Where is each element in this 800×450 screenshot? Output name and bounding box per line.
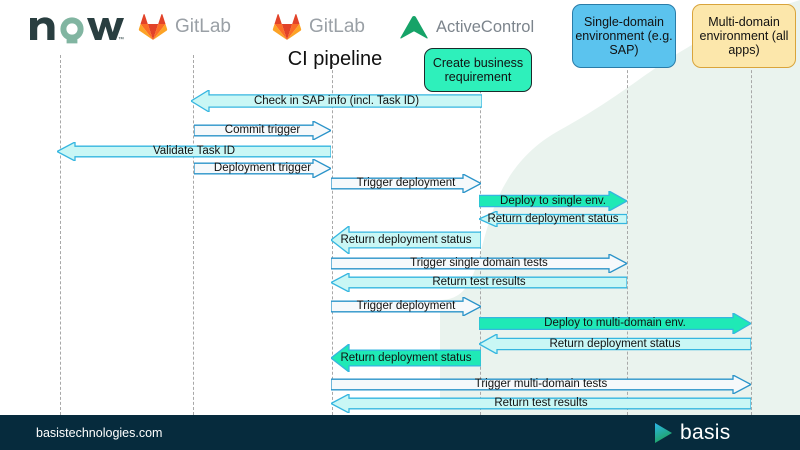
activecontrol-logo-label: ActiveControl bbox=[436, 17, 535, 36]
message-deployment-trigger[interactable]: Deployment trigger bbox=[194, 159, 331, 178]
servicenow-logo-icon: ™ bbox=[30, 17, 124, 44]
message-trigger-deployment-1[interactable]: Trigger deployment bbox=[331, 174, 481, 193]
lifeline-gitlab-repo bbox=[193, 55, 194, 420]
message-return-test-results-multi[interactable]: Return test results bbox=[331, 394, 751, 413]
message-commit-trigger[interactable]: Commit trigger bbox=[194, 121, 331, 140]
basis-logo-label: basis bbox=[680, 420, 731, 444]
lifeline-servicenow bbox=[60, 55, 61, 420]
arrow-left-icon bbox=[331, 394, 751, 413]
gitlab-logo-1-label: GitLab bbox=[175, 16, 231, 37]
svg-text:™: ™ bbox=[118, 36, 124, 43]
lifeline-multi-env bbox=[751, 55, 752, 420]
arrow-right-icon bbox=[194, 159, 331, 178]
message-trigger-deployment-2[interactable]: Trigger deployment bbox=[331, 297, 481, 316]
arrow-right-icon bbox=[331, 375, 751, 394]
message-trigger-multi-domain-tests[interactable]: Trigger multi-domain tests bbox=[331, 375, 751, 394]
ci-pipeline-label: CI pipeline bbox=[287, 48, 383, 70]
arrow-right-icon bbox=[479, 313, 751, 334]
gitlab-tanuki-icon bbox=[272, 14, 302, 40]
arrow-left-icon bbox=[331, 273, 627, 292]
gitlab-logo-2: GitLab bbox=[272, 13, 365, 41]
message-return-deployment-status-ci-2[interactable]: Return deployment status bbox=[331, 344, 481, 372]
message-check-in-sap-info[interactable]: Check in SAP info (incl. Task ID) bbox=[191, 90, 482, 112]
message-return-deployment-status-single[interactable]: Return deployment status bbox=[479, 211, 627, 227]
arrow-left-icon bbox=[331, 344, 481, 372]
multi-domain-environment-box[interactable]: Multi-domain environment (all apps) bbox=[692, 4, 796, 68]
message-trigger-single-domain-tests[interactable]: Trigger single domain tests bbox=[331, 254, 627, 273]
gitlab-logo-2-label: GitLab bbox=[309, 16, 365, 37]
arrow-left-icon bbox=[479, 211, 627, 227]
create-business-requirement-box[interactable]: Create business requirement bbox=[424, 48, 532, 92]
message-deploy-to-single-env[interactable]: Deploy to single env. bbox=[479, 191, 627, 211]
message-return-deployment-status-multi[interactable]: Return deployment status bbox=[479, 334, 751, 354]
basis-triangle-icon bbox=[655, 422, 672, 443]
arrow-right-icon bbox=[331, 174, 481, 193]
gitlab-tanuki-icon bbox=[138, 14, 168, 40]
activecontrol-logo: ActiveControl bbox=[398, 14, 534, 40]
servicenow-logo: ™ bbox=[28, 10, 124, 44]
arrow-left-icon bbox=[331, 226, 481, 254]
arrow-left-icon bbox=[191, 90, 482, 112]
footer-bar: basistechnologies.com basis bbox=[0, 415, 800, 450]
lifeline-gitlab-ci bbox=[332, 55, 333, 420]
message-deploy-to-multi-domain-env[interactable]: Deploy to multi-domain env. bbox=[479, 313, 751, 334]
arrow-left-icon bbox=[479, 334, 751, 354]
message-return-deployment-status-ci-1[interactable]: Return deployment status bbox=[331, 226, 481, 254]
activecontrol-triangle-icon bbox=[400, 16, 428, 39]
arrow-right-icon bbox=[194, 121, 331, 140]
arrow-left-icon bbox=[57, 142, 331, 161]
arrow-right-icon bbox=[479, 191, 627, 211]
basis-logo: basis bbox=[652, 415, 731, 450]
gitlab-logo-1: GitLab bbox=[138, 13, 231, 41]
footer-website-url[interactable]: basistechnologies.com bbox=[36, 425, 163, 440]
arrow-right-icon bbox=[331, 254, 627, 273]
lifeline-single-env bbox=[627, 55, 628, 420]
single-domain-environment-box[interactable]: Single-domain environment (e.g. SAP) bbox=[572, 4, 676, 68]
arrow-right-icon bbox=[331, 297, 481, 316]
message-return-test-results-single[interactable]: Return test results bbox=[331, 273, 627, 292]
